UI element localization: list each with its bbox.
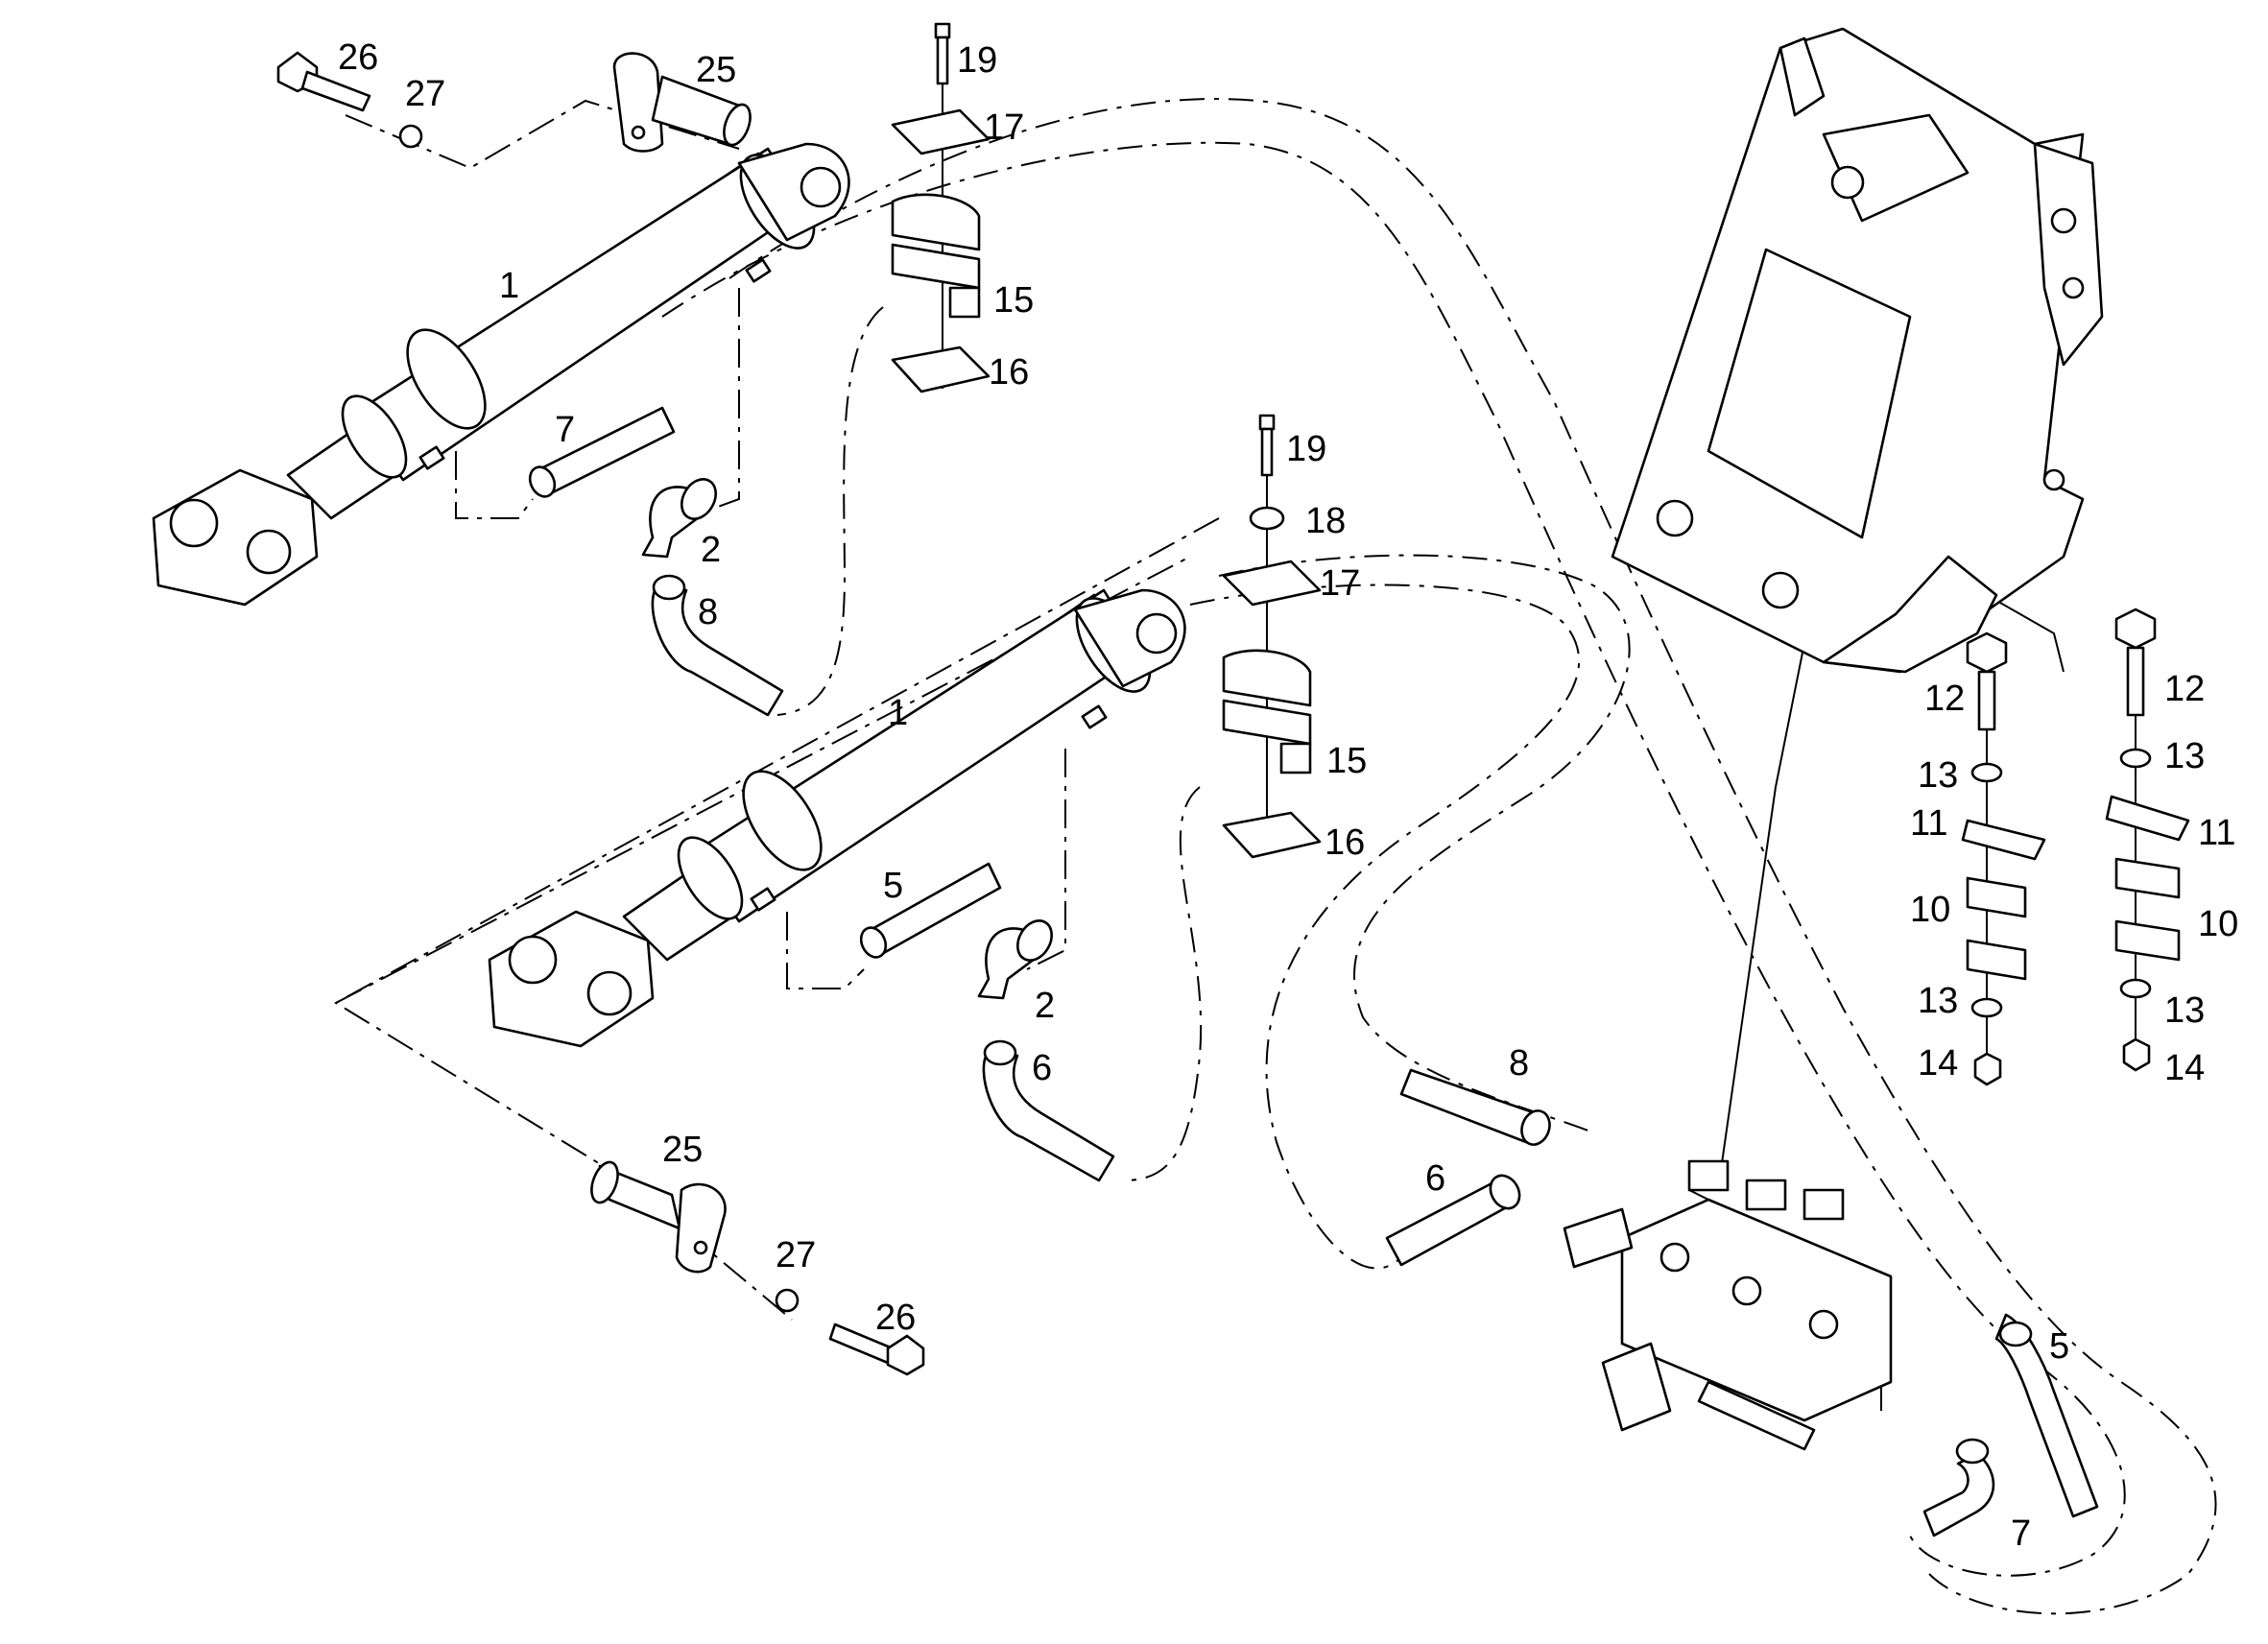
callout-8: 8 (698, 592, 718, 632)
callout-6: 6 (1425, 1158, 1445, 1199)
callout-17: 17 (984, 107, 1024, 148)
callout-26: 26 (875, 1298, 916, 1338)
washer-27-upper (398, 124, 423, 149)
callout-18: 18 (1305, 501, 1346, 541)
callout-25: 25 (696, 50, 736, 90)
callout-27: 27 (405, 74, 445, 114)
bolt-26-lower (828, 1322, 925, 1376)
callout-14: 14 (1918, 1043, 1958, 1084)
callout-27: 27 (776, 1235, 816, 1275)
callout-13: 13 (1918, 755, 1958, 796)
elbow-fitting-2-lower (977, 919, 1053, 1000)
bolt-stack-left (1961, 631, 2046, 1086)
callout-12: 12 (1924, 679, 1965, 719)
hose-7-lower (1922, 1438, 1995, 1537)
callout-labels: 1 1 2 2 5 5 6 6 7 7 8 8 10 10 11 11 12 1… (338, 37, 2238, 1554)
callout-7: 7 (2011, 1513, 2031, 1554)
callout-13: 13 (2164, 990, 2205, 1031)
hose-6-upper (982, 1039, 1115, 1182)
callout-16: 16 (989, 352, 1029, 393)
callout-10: 10 (1910, 890, 1950, 930)
clamp-assembly-lower (1222, 414, 1322, 859)
callout-1: 1 (888, 693, 908, 733)
hydraulic-cylinder-upper (152, 142, 850, 607)
callout-11: 11 (2198, 813, 2235, 853)
callout-15: 15 (1326, 741, 1367, 781)
callout-8: 8 (1509, 1043, 1529, 1084)
callout-10: 10 (2198, 904, 2238, 944)
bolt-26-upper (276, 51, 371, 112)
callout-19: 19 (957, 40, 997, 81)
pin-25-lower (590, 1160, 727, 1274)
callout-11: 11 (1910, 803, 1947, 844)
hose-8-upper (651, 574, 784, 717)
callout-13: 13 (2164, 736, 2205, 776)
callout-14: 14 (2164, 1048, 2205, 1088)
callout-2: 2 (701, 530, 721, 570)
hose-8-lower (1399, 1068, 1551, 1146)
elbow-fitting-2-upper (641, 478, 717, 559)
hose-5-lower (1994, 1313, 2099, 1518)
callout-1: 1 (499, 266, 519, 306)
hose-6-lower (1385, 1174, 1521, 1267)
callout-13: 13 (1918, 981, 1958, 1021)
callout-6: 6 (1032, 1048, 1052, 1088)
callout-16: 16 (1325, 822, 1365, 863)
callout-5: 5 (2049, 1326, 2069, 1367)
callout-5: 5 (883, 866, 903, 906)
clamp-assembly-upper (891, 22, 991, 393)
callout-12: 12 (2164, 669, 2205, 709)
hose-routes (661, 98, 2217, 1615)
control-valve-block (1563, 1159, 1893, 1451)
callout-2: 2 (1035, 986, 1055, 1026)
callout-15: 15 (993, 280, 1034, 321)
callout-17: 17 (1320, 563, 1360, 604)
callout-26: 26 (338, 37, 378, 78)
callout-25: 25 (662, 1130, 703, 1170)
washer-27-lower (775, 1288, 800, 1313)
hydraulic-cylinder-lower (488, 588, 1186, 1048)
bolt-stack-right (2105, 608, 2190, 1072)
loader-frame (1611, 27, 2104, 674)
hose-5-upper (859, 862, 1002, 959)
callout-19: 19 (1286, 429, 1326, 469)
pin-25-upper (612, 52, 752, 153)
callout-7: 7 (555, 410, 575, 450)
hose-7-upper (528, 406, 676, 498)
